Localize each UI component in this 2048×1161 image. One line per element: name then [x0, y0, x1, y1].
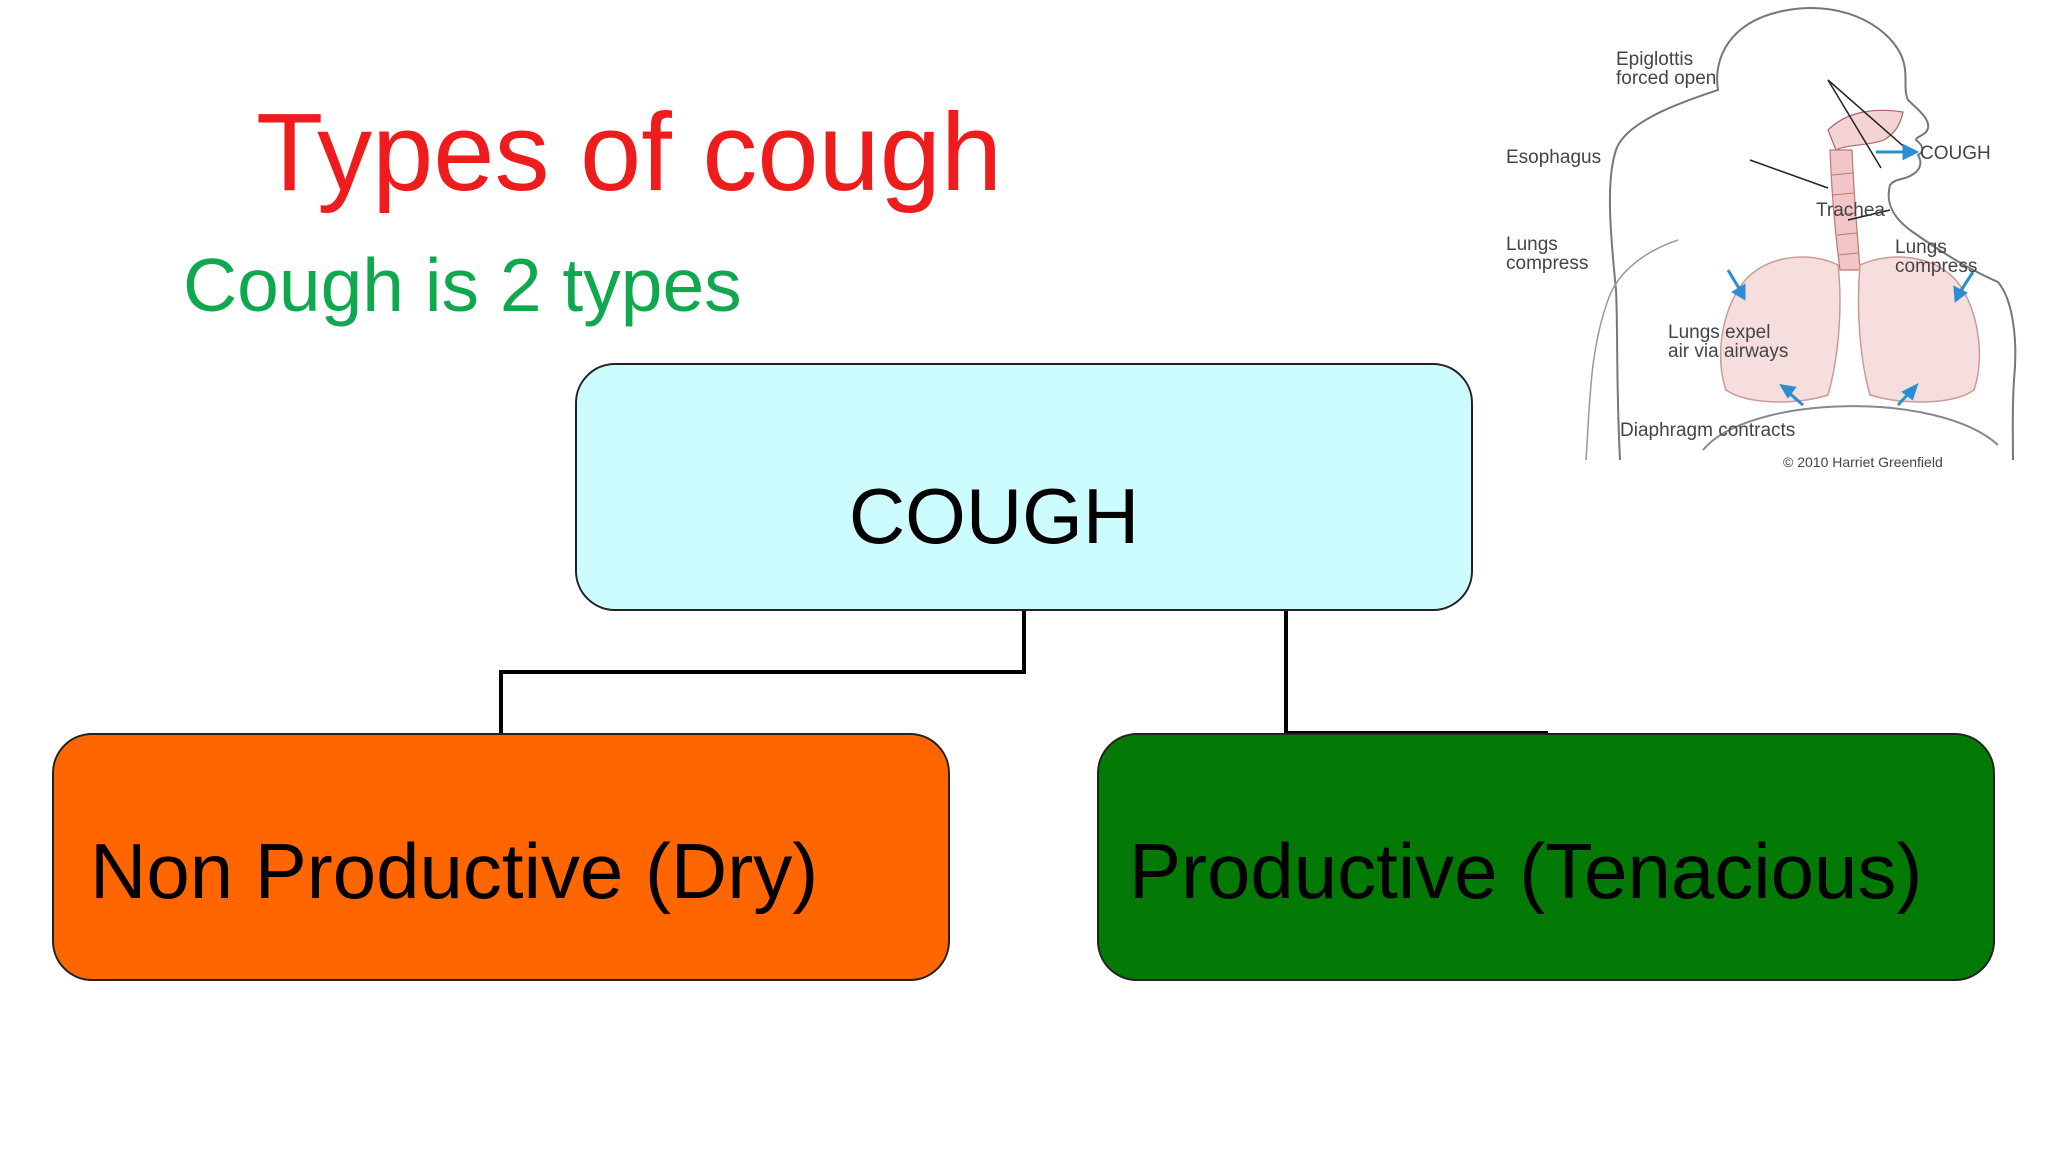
left-lung-shape	[1719, 256, 1841, 403]
mouth-cavity-shape	[1827, 109, 1904, 151]
productive-label: Productive (Tenacious)	[1129, 826, 1923, 915]
cough-root-box: COUGH	[575, 363, 1473, 611]
label-lungs-expel-1: Lungs expel	[1668, 322, 1770, 343]
non-productive-box: Non Productive (Dry)	[52, 733, 950, 981]
label-lungs-expel-2: air via airways	[1668, 341, 1788, 362]
label-copyright: © 2010 Harriet Greenfield	[1783, 454, 1943, 470]
connector-right	[1284, 611, 1548, 735]
cough-root-label: COUGH	[848, 471, 1140, 560]
non-productive-label: Non Productive (Dry)	[90, 826, 819, 915]
label-trachea: Trachea	[1816, 200, 1885, 221]
label-lungs-left-1: Lungs	[1506, 234, 1558, 255]
label-lungs-left-2: compress	[1506, 253, 1588, 274]
slide-title: Types of cough	[256, 91, 1003, 214]
label-lungs-right-2: compress	[1895, 256, 1977, 277]
body-inner-shape	[1585, 239, 1679, 461]
pointer-lines	[1749, 79, 1911, 221]
right-lung-shape	[1857, 256, 1981, 403]
diaphragm-shape	[1702, 405, 1999, 451]
label-epiglottis-1: Epiglottis	[1616, 49, 1693, 70]
slide-subtitle: Cough is 2 types	[183, 243, 742, 327]
label-cough: COUGH	[1920, 143, 1991, 164]
trachea-rings-shape	[1831, 172, 1859, 256]
label-esophagus: Esophagus	[1506, 147, 1601, 168]
label-diaphragm: Diaphragm contracts	[1620, 420, 1795, 441]
cough-anatomy-illustration: Epiglottis forced open Esophagus COUGH T…	[1506, 7, 2017, 470]
label-epiglottis-2: forced open	[1616, 68, 1716, 89]
force-arrows	[1726, 143, 1975, 407]
label-lungs-right-1: Lungs	[1895, 237, 1947, 258]
connector-left	[499, 611, 1026, 733]
head-outline-shape	[1608, 7, 2017, 461]
productive-box: Productive (Tenacious)	[1097, 733, 1995, 981]
